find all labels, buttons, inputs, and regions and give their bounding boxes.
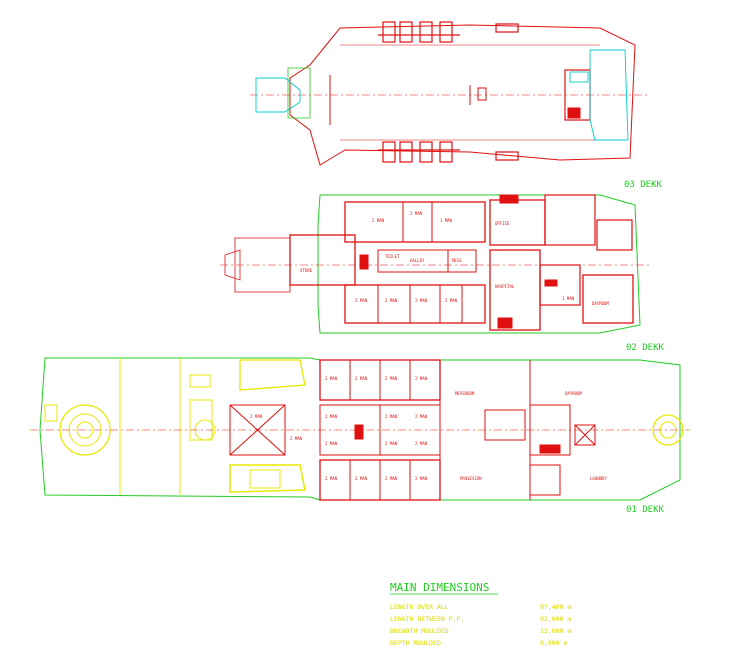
room-label: 2 MAN bbox=[385, 376, 398, 381]
room-label: PROVISION bbox=[460, 476, 482, 481]
room-label: 1 MAN bbox=[562, 296, 575, 301]
room-label: 2 MAN bbox=[372, 218, 385, 223]
room-label: 2 MAN bbox=[355, 298, 368, 303]
main-dimensions-table: MAIN DIMENSIONS LENGTH OVER ALL 97,400 m… bbox=[390, 581, 571, 647]
room-label: 2 MAN bbox=[385, 441, 398, 446]
dimension-value: 92,000 m bbox=[540, 615, 571, 623]
room-label: 2 MAN bbox=[445, 298, 458, 303]
deck-02-hull bbox=[317, 194, 641, 334]
room-label: 2 MAN bbox=[385, 476, 398, 481]
room-label: 2 MAN bbox=[290, 436, 303, 441]
deck-02-room-fwd-2 bbox=[544, 194, 596, 246]
deck-03-hatch bbox=[477, 87, 487, 101]
deck-01-hull bbox=[39, 357, 681, 501]
deck-02-equipment bbox=[359, 254, 369, 270]
room-label: 2 MAN bbox=[325, 441, 338, 446]
deck-02-equipment bbox=[499, 194, 519, 204]
deck-02-winch bbox=[224, 249, 241, 281]
room-label: OFFICE bbox=[495, 221, 510, 226]
room-label: MESSROOM bbox=[455, 391, 475, 396]
deck-03-cyan-equipment bbox=[255, 49, 629, 141]
room-label: 2 MAN bbox=[415, 376, 428, 381]
deck-02-cabin-block-upper bbox=[344, 201, 486, 243]
room-label: 2 MAN bbox=[325, 376, 338, 381]
dimension-label: DEPTH MOULDED bbox=[390, 639, 441, 647]
main-dimensions-title: MAIN DIMENSIONS bbox=[390, 581, 489, 594]
room-label: 2 MAN bbox=[250, 414, 263, 419]
room-label: LAUNDRY bbox=[590, 476, 607, 481]
deck-label-02: 02 DEKK bbox=[626, 343, 665, 353]
room-label: 2 MAN bbox=[385, 414, 398, 419]
room-label: HOSPITAL bbox=[495, 284, 515, 289]
room-label: 2 MAN bbox=[415, 298, 428, 303]
room-label: TOILET bbox=[385, 254, 400, 259]
deck-03-winches-top bbox=[378, 21, 519, 43]
room-label: 2 MAN bbox=[415, 476, 428, 481]
room-label: 2 MAN bbox=[355, 476, 368, 481]
deck-02-plan bbox=[220, 194, 650, 334]
deck-02-equipment bbox=[544, 279, 558, 287]
dimension-value: 13,000 m bbox=[540, 627, 571, 635]
deck-03-winches-bottom bbox=[378, 141, 519, 163]
room-label: MESS bbox=[452, 258, 462, 263]
deck-03-plan bbox=[250, 21, 650, 166]
dimension-value: 8,000 m bbox=[540, 639, 567, 647]
deck-label-03: 03 DEKK bbox=[624, 180, 663, 190]
room-label: 2 MAN bbox=[415, 414, 428, 419]
deck-02-equipment bbox=[497, 317, 513, 329]
deck-01-aft-equipment bbox=[44, 358, 684, 495]
room-label: 2 MAN bbox=[325, 476, 338, 481]
room-label: 2 MAN bbox=[355, 376, 368, 381]
room-label: DAYROOM bbox=[592, 301, 609, 306]
deck-02-room-fwd-3 bbox=[596, 219, 633, 251]
room-label: STORE bbox=[300, 268, 313, 273]
deck-01-accommodation bbox=[229, 359, 596, 501]
deck-02-cabin-block-lower bbox=[344, 284, 486, 324]
deck-label-01: 01 DEKK bbox=[626, 505, 665, 515]
room-label: 2 MAN bbox=[415, 441, 428, 446]
room-labels: 2 MAN 2 MAN 1 MAN TOILET GALLEY MESS STO… bbox=[250, 211, 609, 481]
deck-03-equipment bbox=[567, 107, 581, 119]
deck-01-plan bbox=[30, 357, 690, 501]
room-label: 1 MAN bbox=[440, 218, 453, 223]
deck-02-mess bbox=[447, 249, 477, 273]
deck-02-aft-deck bbox=[234, 237, 291, 293]
room-label: DAYROOM bbox=[565, 391, 582, 396]
room-label: 2 MAN bbox=[385, 298, 398, 303]
deck-03-outline-green bbox=[287, 67, 311, 119]
room-label: 2 MAN bbox=[410, 211, 423, 216]
deck-02-funnel-casing bbox=[289, 234, 356, 286]
dimension-value: 97,400 m bbox=[540, 603, 571, 611]
room-label: 2 MAN bbox=[325, 414, 338, 419]
deck-02-dayroom bbox=[582, 274, 634, 324]
dimension-label: LENGTH OVER ALL bbox=[390, 603, 449, 611]
dimension-label: BREADTH MOULDED bbox=[390, 627, 449, 635]
dimension-label: LENGTH BETWEEN P.P. bbox=[390, 615, 464, 623]
room-label: GALLEY bbox=[410, 258, 425, 263]
